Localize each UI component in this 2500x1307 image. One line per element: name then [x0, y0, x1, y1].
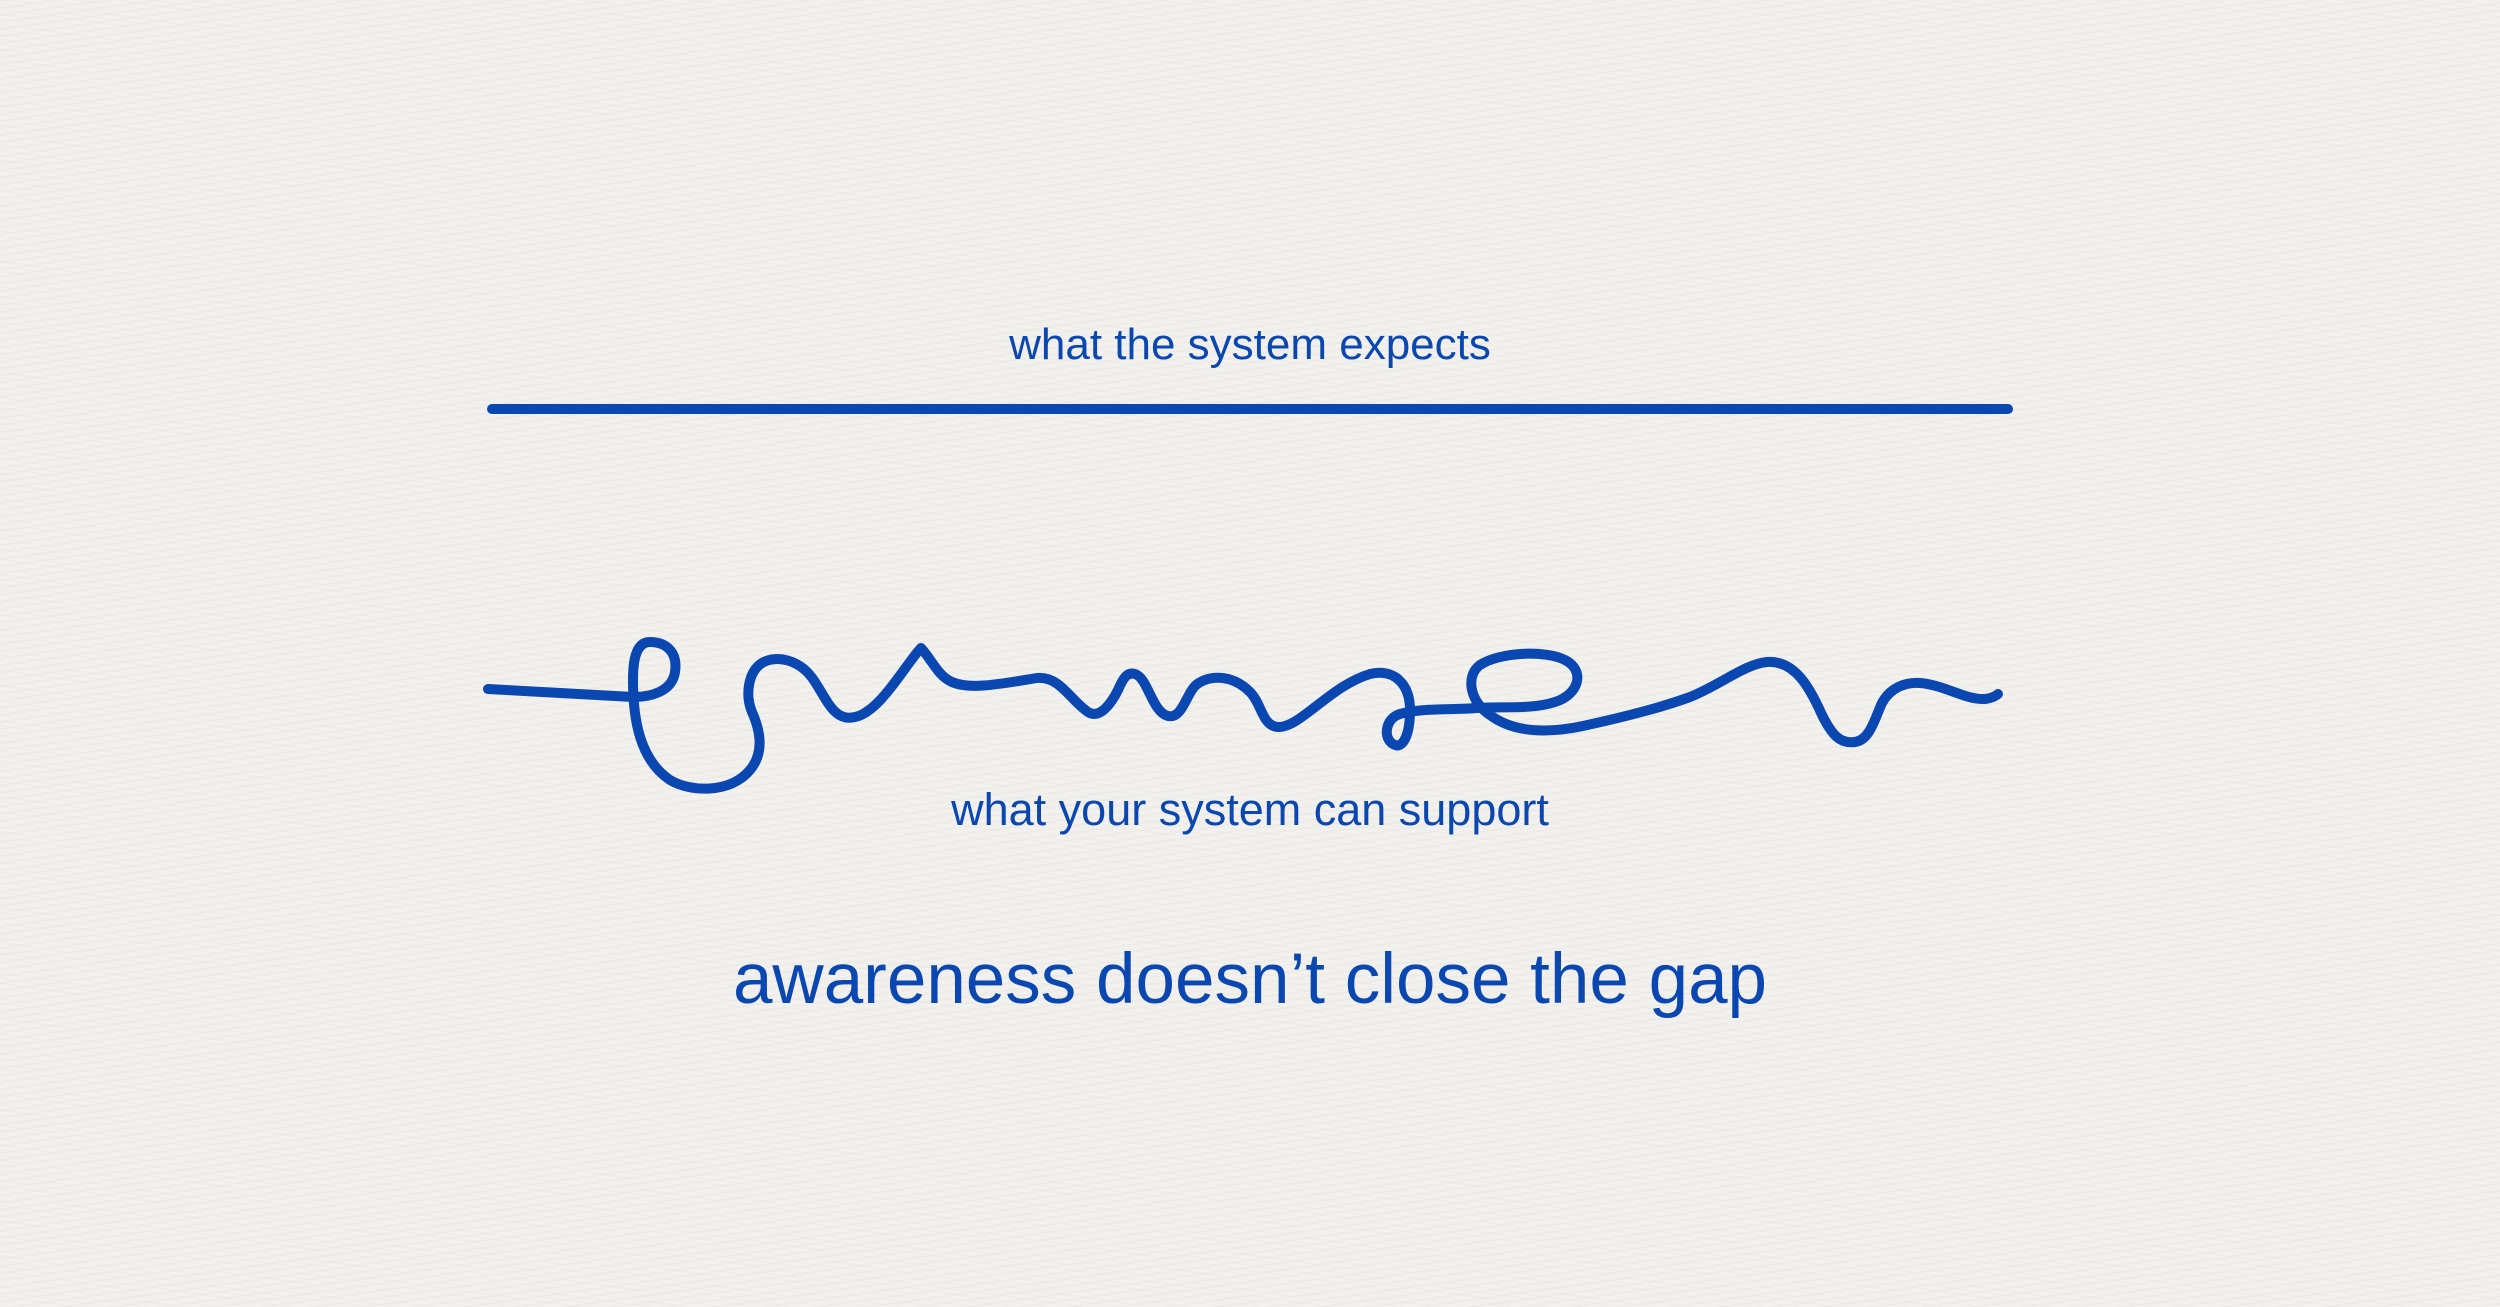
actual-label: what your system can support [951, 784, 1549, 835]
actual-squiggly-line [483, 637, 2003, 794]
caption: awareness doesn’t close the gap [732, 940, 1768, 1019]
expected-label: what the system expects [1009, 320, 1491, 369]
